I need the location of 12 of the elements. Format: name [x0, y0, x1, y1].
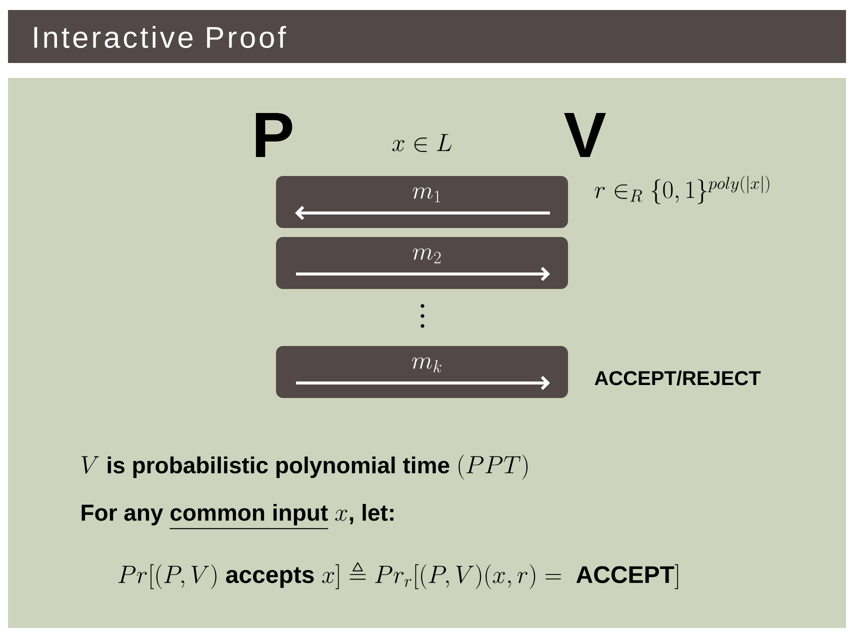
message-box: $m_2$	[276, 236, 568, 289]
statement-text: $V\textbf{ is probabilistic polynomial time } (PPT)$	[82, 454, 528, 480]
statement-text: $\textbf{For any }\underline{\textbf{common input}}\ x\textbf{, let:}$	[82, 504, 394, 529]
message-box: $m_k$	[276, 346, 568, 398]
party-label: V	[564, 112, 606, 157]
formula-text: $Pr[(P,V)\textbf{ accepts }x] \triangleq Pr_r[(P,V)(x,r) = \textbf{ ACCEPT}]$	[118, 562, 678, 590]
result-label: ACCEPT/REJECT	[594, 370, 761, 386]
party-label: P	[256, 112, 292, 157]
math-label: $x \in L$	[392, 134, 452, 152]
math-label: $r \in_R \{0,1\}^{poly(|x|)}$	[594, 176, 770, 204]
message-box: $m_1$	[276, 176, 568, 228]
title-bar: Interactive Proof	[8, 10, 846, 63]
